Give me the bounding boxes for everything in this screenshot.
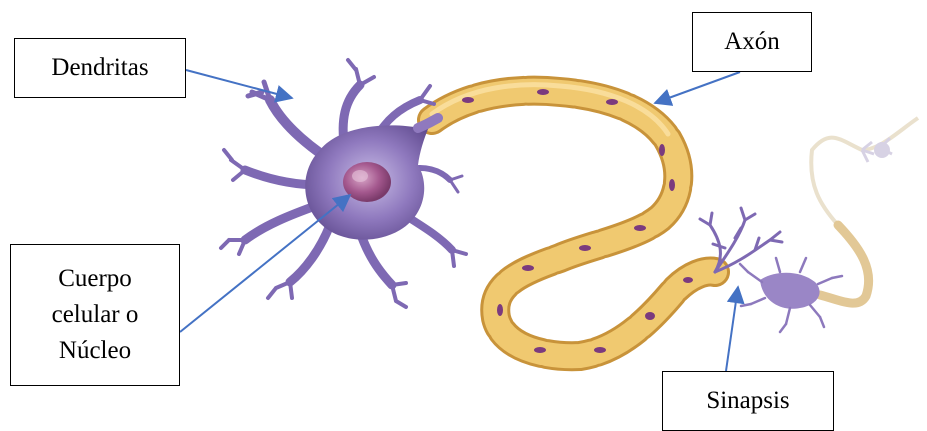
- label-dendritas: Dendritas: [14, 38, 186, 98]
- second-axon: [820, 225, 869, 303]
- arrow-dendritas: [186, 70, 292, 98]
- label-cuerpo-celular: Cuerpo celular o Núcleo: [10, 244, 180, 386]
- distant-neuron: [811, 118, 918, 225]
- arrow-cuerpo: [180, 195, 350, 332]
- label-dendritas-text: Dendritas: [51, 50, 148, 86]
- label-cuerpo-line2: celular o: [52, 297, 139, 333]
- arrow-sinapsis: [726, 287, 738, 371]
- label-cuerpo-line1: Cuerpo: [58, 261, 132, 297]
- label-sinapsis-text: Sinapsis: [706, 383, 789, 419]
- axon-myelin: [432, 85, 715, 357]
- label-axon: Axón: [692, 12, 812, 72]
- arrow-axon: [655, 72, 740, 103]
- label-cuerpo-line3: Núcleo: [59, 333, 131, 369]
- label-sinapsis: Sinapsis: [662, 371, 834, 431]
- label-axon-text: Axón: [724, 24, 780, 60]
